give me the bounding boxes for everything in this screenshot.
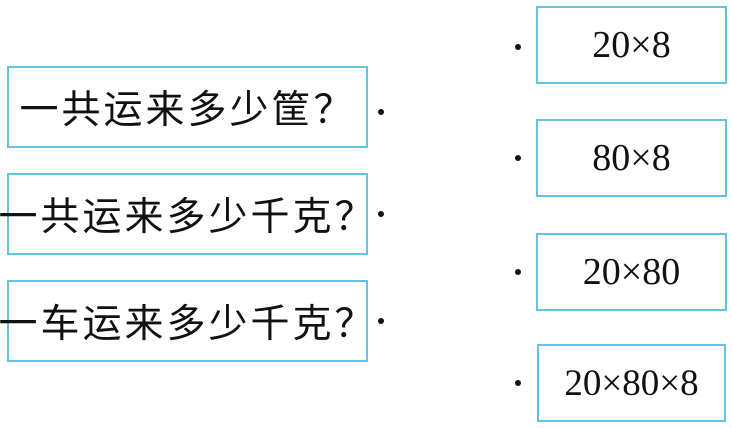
question-connect-dot-1[interactable] xyxy=(378,109,384,115)
expression-connect-dot-3[interactable] xyxy=(515,269,521,275)
expression-box-1[interactable]: 20×8 xyxy=(536,6,727,84)
question-box-1[interactable]: 一共运来多少筐？ xyxy=(7,66,368,148)
question-connect-dot-3[interactable] xyxy=(378,318,384,324)
question-text-3: 一车运来多少千克？ xyxy=(0,302,377,347)
question-connect-dot-2[interactable] xyxy=(378,211,384,217)
expression-text-1: 20×8 xyxy=(592,24,671,66)
question-box-3[interactable]: 一车运来多少千克？ xyxy=(0,280,374,362)
question-text-1: 一共运来多少筐？ xyxy=(19,88,356,133)
expression-text-4: 20×80×8 xyxy=(564,362,699,404)
expression-text-2: 80×8 xyxy=(592,137,671,179)
question-text-2: 一共运来多少千克？ xyxy=(0,195,377,240)
expression-box-2[interactable]: 80×8 xyxy=(536,119,727,197)
question-box-2[interactable]: 一共运来多少千克？ xyxy=(0,173,374,255)
expression-box-3[interactable]: 20×80 xyxy=(536,233,727,311)
expression-connect-dot-1[interactable] xyxy=(515,44,521,50)
expression-connect-dot-4[interactable] xyxy=(515,380,521,386)
expression-connect-dot-2[interactable] xyxy=(515,155,521,161)
expression-text-3: 20×80 xyxy=(582,251,681,293)
expression-box-4[interactable]: 20×80×8 xyxy=(537,344,726,422)
